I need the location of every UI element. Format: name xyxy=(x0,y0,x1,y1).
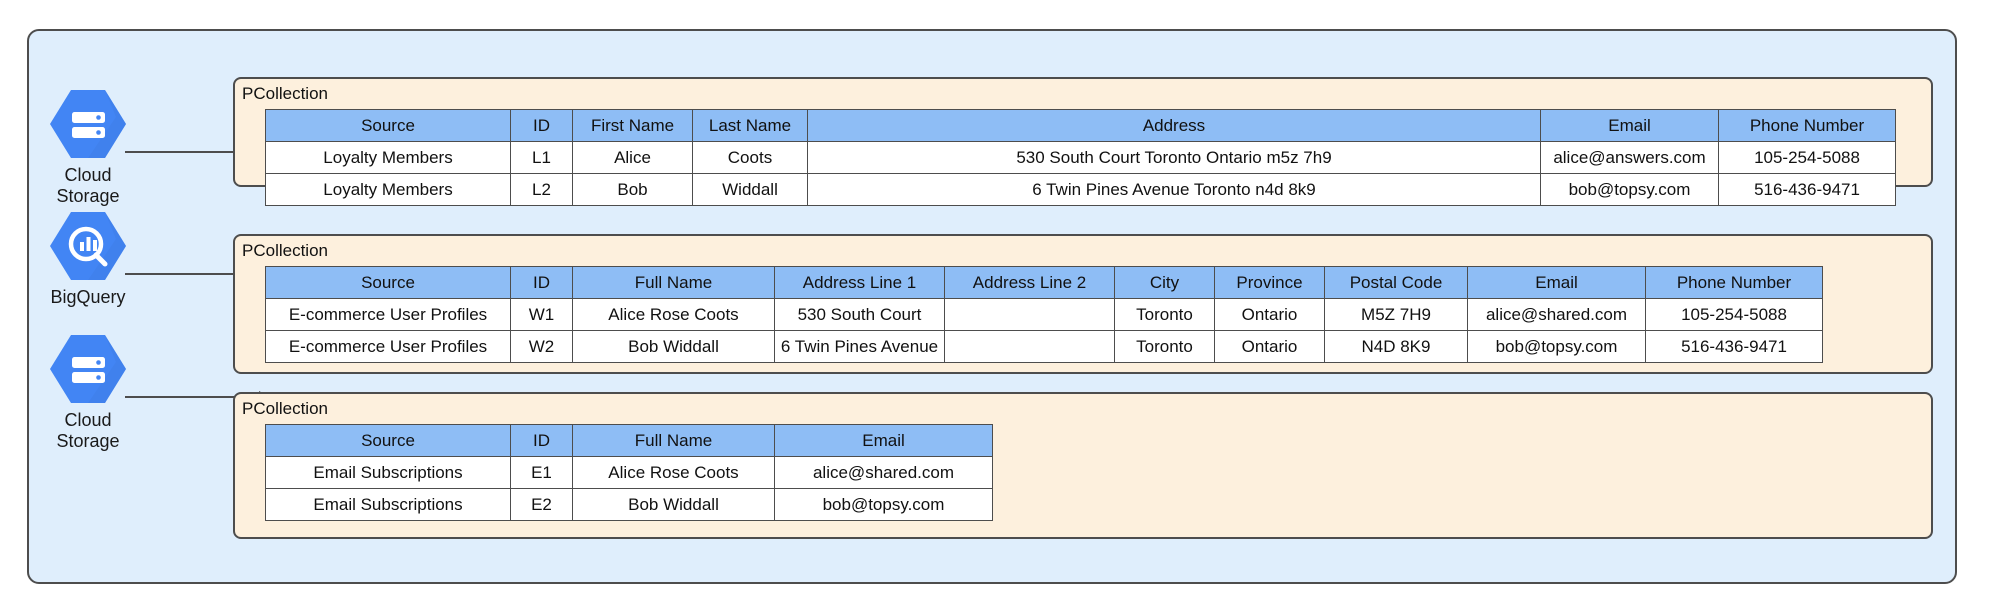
table-cell: Bob Widdall xyxy=(572,330,775,363)
column-header: Address xyxy=(807,109,1541,142)
column-header: Email xyxy=(774,424,993,457)
table-row: Email Subscriptions E2 Bob Widdall bob@t… xyxy=(265,488,993,521)
pcollection-title: PCollection xyxy=(242,399,328,418)
source-node-label: Cloud Storage xyxy=(56,410,120,451)
table-cell: 516-436-9471 xyxy=(1718,173,1896,206)
table-row: Loyalty Members L2 Bob Widdall 6 Twin Pi… xyxy=(265,173,1896,206)
google-cloud-storage-icon xyxy=(50,335,126,403)
table-cell: alice@shared.com xyxy=(1467,298,1646,331)
pcollection-panel-2: PCollection Source ID Full Name Address … xyxy=(233,234,1933,374)
pcollection-panel-1: PCollection Source ID First Name Last Na… xyxy=(233,77,1933,206)
column-header: Postal Code xyxy=(1324,266,1468,299)
table-cell: 516-436-9471 xyxy=(1645,330,1823,363)
table-cell: E1 xyxy=(510,456,573,489)
table-cell: Alice xyxy=(572,141,693,174)
table-cell: bob@topsy.com xyxy=(1540,173,1719,206)
column-header: City xyxy=(1114,266,1215,299)
table-cell: Ontario xyxy=(1214,330,1325,363)
column-header: Phone Number xyxy=(1718,109,1896,142)
column-header: ID xyxy=(510,424,573,457)
column-header: ID xyxy=(510,109,573,142)
table-cell: 6 Twin Pines Avenue Toronto n4d 8k9 xyxy=(807,173,1541,206)
table-cell: 530 South Court xyxy=(774,298,945,331)
table-cell: Coots xyxy=(692,141,808,174)
column-header: Province xyxy=(1214,266,1325,299)
source-node-label: BigQuery xyxy=(50,287,126,307)
pcollection-title: PCollection xyxy=(242,241,328,260)
table-cell: Toronto xyxy=(1114,298,1215,331)
table-cell: bob@topsy.com xyxy=(774,488,993,521)
table-cell: 530 South Court Toronto Ontario m5z 7h9 xyxy=(807,141,1541,174)
table-cell: L1 xyxy=(510,141,573,174)
table-header-row: Source ID Full Name Email xyxy=(265,424,993,457)
table-cell xyxy=(944,298,1115,331)
connector-line xyxy=(125,396,260,398)
table-cell: bob@topsy.com xyxy=(1467,330,1646,363)
column-header: ID xyxy=(510,266,573,299)
table-cell: Loyalty Members xyxy=(265,173,511,206)
table-cell: E-commerce User Profiles xyxy=(265,298,511,331)
table-cell: E-commerce User Profiles xyxy=(265,330,511,363)
column-header: Full Name xyxy=(572,424,775,457)
column-header: Source xyxy=(265,266,511,299)
pcollection-panel-3: PCollection Source ID Full Name Email Em… xyxy=(233,392,1933,539)
table-cell: M5Z 7H9 xyxy=(1324,298,1468,331)
table-cell: Email Subscriptions xyxy=(265,456,511,489)
table-header-row: Source ID First Name Last Name Address E… xyxy=(265,109,1896,142)
table-cell: Loyalty Members xyxy=(265,141,511,174)
table-row: E-commerce User Profiles W1 Alice Rose C… xyxy=(265,298,1823,331)
pcollection-table-1: Source ID First Name Last Name Address E… xyxy=(265,109,1896,206)
table-row: Email Subscriptions E1 Alice Rose Coots … xyxy=(265,456,993,489)
table-cell: Email Subscriptions xyxy=(265,488,511,521)
table-cell: N4D 8K9 xyxy=(1324,330,1468,363)
pcollection-title: PCollection xyxy=(242,84,328,103)
connector-line xyxy=(125,273,260,275)
table-row: Loyalty Members L1 Alice Coots 530 South… xyxy=(265,141,1896,174)
table-cell: Widdall xyxy=(692,173,808,206)
source-node-cloud-storage-2[interactable]: Cloud Storage xyxy=(13,332,163,452)
table-cell xyxy=(944,330,1115,363)
source-node-bigquery[interactable]: BigQuery xyxy=(13,209,163,308)
column-header: Address Line 1 xyxy=(774,266,945,299)
table-cell: alice@shared.com xyxy=(774,456,993,489)
source-node-label: Cloud Storage xyxy=(56,165,120,206)
google-cloud-storage-icon xyxy=(50,90,126,158)
table-cell: E2 xyxy=(510,488,573,521)
pcollection-table-2: Source ID Full Name Address Line 1 Addre… xyxy=(265,266,1823,363)
table-cell: 6 Twin Pines Avenue xyxy=(774,330,945,363)
column-header: Full Name xyxy=(572,266,775,299)
pcollection-table-3: Source ID Full Name Email Email Subscrip… xyxy=(265,424,993,521)
column-header: Last Name xyxy=(692,109,808,142)
source-node-cloud-storage-1[interactable]: Cloud Storage xyxy=(13,87,163,207)
column-header: Phone Number xyxy=(1645,266,1823,299)
column-header: Email xyxy=(1540,109,1719,142)
connector-line xyxy=(125,151,260,153)
column-header: First Name xyxy=(572,109,693,142)
table-cell: W2 xyxy=(510,330,573,363)
table-cell: Toronto xyxy=(1114,330,1215,363)
table-row: E-commerce User Profiles W2 Bob Widdall … xyxy=(265,330,1823,363)
table-cell: 105-254-5088 xyxy=(1718,141,1896,174)
column-header: Email xyxy=(1467,266,1646,299)
table-header-row: Source ID Full Name Address Line 1 Addre… xyxy=(265,266,1823,299)
column-header: Address Line 2 xyxy=(944,266,1115,299)
table-cell: Alice Rose Coots xyxy=(572,298,775,331)
google-bigquery-icon xyxy=(50,212,126,280)
column-header: Source xyxy=(265,109,511,142)
table-cell: Alice Rose Coots xyxy=(572,456,775,489)
table-cell: Bob xyxy=(572,173,693,206)
table-cell: Ontario xyxy=(1214,298,1325,331)
table-cell: W1 xyxy=(510,298,573,331)
table-cell: Bob Widdall xyxy=(572,488,775,521)
table-cell: alice@answers.com xyxy=(1540,141,1719,174)
column-header: Source xyxy=(265,424,511,457)
table-cell: 105-254-5088 xyxy=(1645,298,1823,331)
table-cell: L2 xyxy=(510,173,573,206)
